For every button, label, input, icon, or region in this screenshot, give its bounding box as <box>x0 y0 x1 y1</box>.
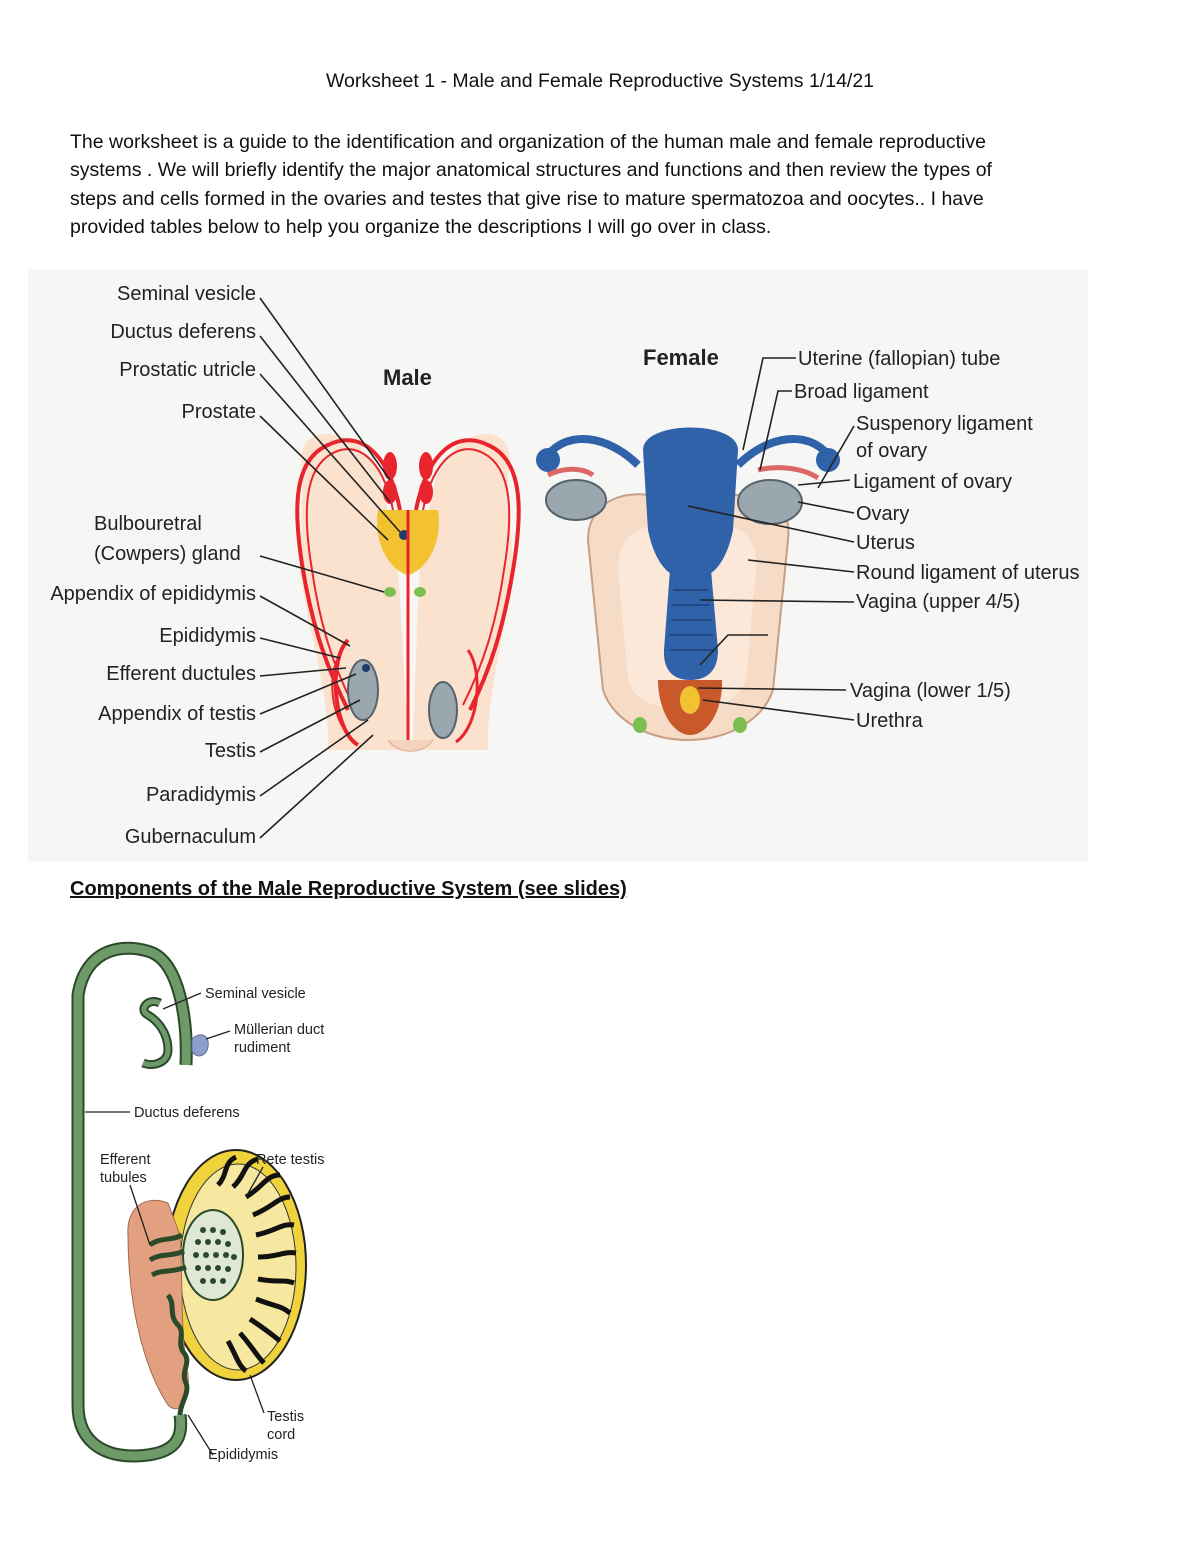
label-vagina-upper: Vagina (upper 4/5) <box>856 591 1020 613</box>
label-gubernaculum: Gubernaculum <box>125 826 256 848</box>
testis-duct-figure: Seminal vesicle Müllerian duct rudiment … <box>68 935 340 1480</box>
label-suspensory-ligament: Suspenory ligament <box>856 413 1033 435</box>
intro-line: steps and cells formed in the ovaries an… <box>70 185 1130 213</box>
label-tubules: tubules <box>100 1170 147 1186</box>
label-appendix-of-testis: Appendix of testis <box>98 703 256 725</box>
intro-paragraph: The worksheet is a guide to the identifi… <box>70 128 1130 241</box>
label-prostatic-utricle: Prostatic utricle <box>119 359 256 381</box>
label-efferent-ductules: Efferent ductules <box>106 663 256 685</box>
label-testis: Testis <box>267 1409 304 1425</box>
reproductive-systems-figure: Seminal vesicle Ductus deferens Prostati… <box>28 270 1088 862</box>
label-seminal-vesicle: Seminal vesicle <box>117 283 256 305</box>
label-seminal-vesicle: Seminal vesicle <box>205 986 306 1002</box>
page-title: Worksheet 1 - Male and Female Reproducti… <box>0 70 1200 93</box>
intro-line: The worksheet is a guide to the identifi… <box>70 128 1130 156</box>
section-heading: Components of the Male Reproductive Syst… <box>70 878 627 901</box>
label-testis: Testis <box>205 740 256 762</box>
label-cord: cord <box>267 1427 295 1443</box>
label-cowpers-gland: (Cowpers) gland <box>94 543 241 565</box>
label-rudiment: rudiment <box>234 1040 290 1056</box>
label-ductus-deferens: Ductus deferens <box>110 321 256 343</box>
female-title: Female <box>643 345 719 370</box>
label-efferent: Efferent <box>100 1152 151 1168</box>
label-vagina-lower: Vagina (lower 1/5) <box>850 680 1011 702</box>
label-paradidymis: Paradidymis <box>146 784 256 806</box>
male-title: Male <box>383 365 432 390</box>
label-mullerian-duct: Müllerian duct <box>234 1022 324 1038</box>
label-prostate: Prostate <box>182 401 256 423</box>
label-appendix-of-epididymis: Appendix of epididymis <box>50 583 256 605</box>
label-uterine-tube: Uterine (fallopian) tube <box>798 348 1000 370</box>
intro-line: provided tables below to help you organi… <box>70 213 1130 241</box>
label-ligament-of-ovary: Ligament of ovary <box>853 471 1012 493</box>
label-epididymis: Epididymis <box>208 1447 278 1463</box>
label-round-ligament: Round ligament of uterus <box>856 562 1079 584</box>
label-rete-testis: Rete testis <box>256 1152 325 1168</box>
intro-line: systems . We will briefly identify the m… <box>70 156 1130 184</box>
label-ovary: Ovary <box>856 503 909 525</box>
label-ductus-deferens: Ductus deferens <box>134 1105 240 1121</box>
label-urethra: Urethra <box>856 710 924 732</box>
label-bulbouretral: Bulbouretral <box>94 513 202 535</box>
label-broad-ligament: Broad ligament <box>794 381 929 403</box>
label-uterus: Uterus <box>856 532 915 554</box>
label-epididymis: Epididymis <box>159 625 256 647</box>
label-of-ovary: of ovary <box>856 440 927 462</box>
